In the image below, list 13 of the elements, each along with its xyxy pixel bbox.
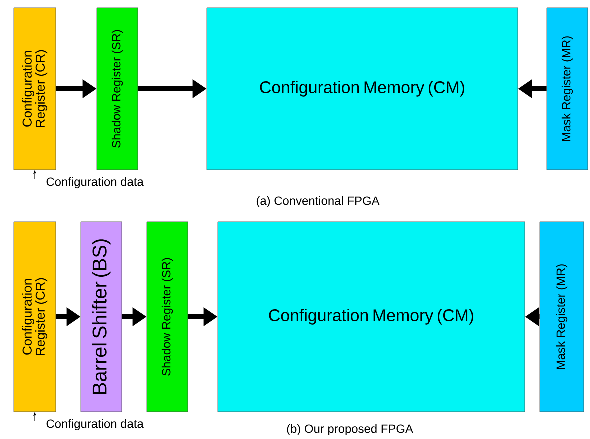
register-box: Mask Register (MR) xyxy=(546,8,588,170)
register-box: Shadow Register (SR) xyxy=(96,8,138,170)
register-box: Configuration Register (CR) xyxy=(14,8,56,170)
register-box: Configuration Register (CR) xyxy=(14,222,56,412)
annotation: Configuration data xyxy=(46,419,144,431)
memory-box: Configuration Memory (CM) xyxy=(218,222,526,412)
caption: (b) Our proposed FPGA xyxy=(287,424,414,436)
register-box: Shadow Register (SR) xyxy=(146,222,188,412)
annotation: Configuration data xyxy=(46,177,144,189)
memory-box: Configuration Memory (CM) xyxy=(206,8,518,170)
register-box: Barrel Shifter (BS) xyxy=(80,222,122,412)
register-box: Mask Register (MR) xyxy=(540,222,584,412)
caption: (a) Conventional FPGA xyxy=(256,196,380,208)
